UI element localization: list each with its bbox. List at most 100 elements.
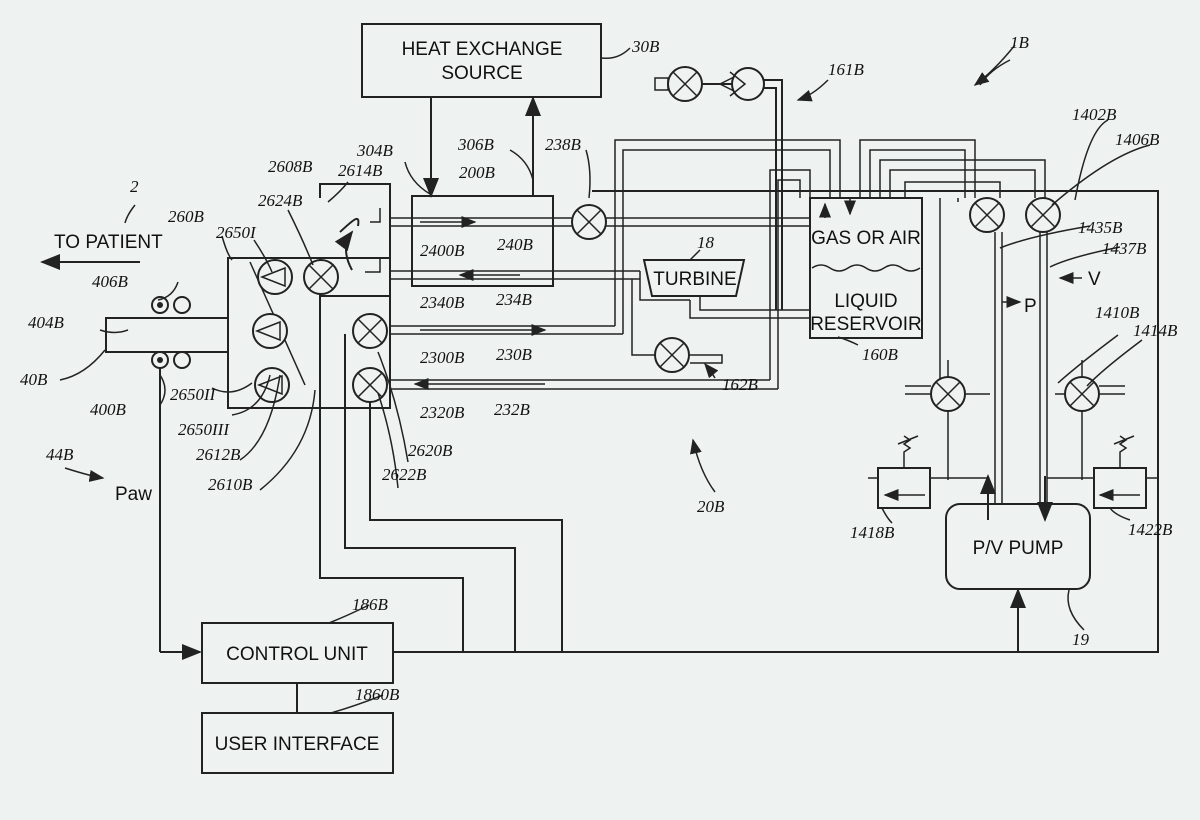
valve-1406B bbox=[1025, 197, 1061, 233]
heat-exchange-label-1: HEAT EXCHANGE bbox=[402, 39, 563, 60]
ref-161B: 161B bbox=[828, 60, 865, 79]
pv-pump-label: P/V PUMP bbox=[973, 538, 1064, 559]
side-valve-lines bbox=[905, 385, 1125, 395]
reservoir-label: RESERVOIR bbox=[810, 314, 922, 335]
sensor-dot-406-b bbox=[173, 296, 191, 314]
ref-2624B: 2624B bbox=[258, 191, 303, 210]
ref-2608B: 2608B bbox=[268, 157, 313, 176]
gas-or-air-label: GAS OR AIR bbox=[811, 228, 921, 249]
ref-186B: 186B bbox=[352, 595, 389, 614]
valve-161B bbox=[667, 66, 703, 102]
ref-30B: 30B bbox=[631, 37, 660, 56]
ref-2300B: 2300B bbox=[420, 348, 465, 367]
ref-20B: 20B bbox=[697, 497, 725, 516]
heat-exchanger-block bbox=[411, 195, 554, 287]
gas-liquid-reservoir bbox=[809, 197, 923, 339]
user-interface-label: USER INTERFACE bbox=[215, 734, 380, 755]
p-label: P bbox=[1024, 296, 1037, 317]
pump-lines bbox=[994, 232, 1048, 504]
check-valve-2650II bbox=[252, 313, 288, 349]
ref-1435B: 1435B bbox=[1078, 218, 1123, 237]
ref-2614B: 2614B bbox=[338, 161, 383, 180]
ref-406B: 406B bbox=[92, 272, 129, 291]
v-label: V bbox=[1088, 269, 1101, 290]
ref-1402B: 1402B bbox=[1072, 105, 1117, 124]
ref-1422B: 1422B bbox=[1128, 520, 1173, 539]
ref-44B: 44B bbox=[46, 445, 74, 464]
turbine-label: TURBINE bbox=[653, 269, 736, 290]
ref-200B: 200B bbox=[459, 163, 496, 182]
ref-2320B: 2320B bbox=[420, 403, 465, 422]
relief-valve-1418B bbox=[868, 435, 988, 509]
ref-2622B: 2622B bbox=[382, 465, 427, 484]
ref-2650III: 2650III bbox=[178, 420, 230, 439]
ref-160B: 160B bbox=[862, 345, 899, 364]
ref-240B: 240B bbox=[497, 235, 534, 254]
user-interface-box bbox=[201, 712, 394, 774]
ref-162B: 162B bbox=[722, 375, 759, 394]
ref-1860B: 1860B bbox=[355, 685, 400, 704]
turbine bbox=[642, 259, 746, 297]
valve-238B bbox=[571, 204, 607, 240]
switch-arrow bbox=[334, 230, 354, 271]
ref-1418B: 1418B bbox=[850, 523, 895, 542]
valve-2622B bbox=[352, 367, 388, 403]
ref-2400B: 2400B bbox=[420, 241, 465, 260]
control-unit-label: CONTROL UNIT bbox=[226, 644, 368, 665]
leader-lines bbox=[59, 44, 1151, 714]
valve-1414B bbox=[1064, 376, 1100, 412]
valve-1402B bbox=[969, 197, 1005, 233]
ref-230B: 230B bbox=[496, 345, 533, 364]
ref-1437B: 1437B bbox=[1102, 239, 1147, 258]
ref-40B: 40B bbox=[20, 370, 48, 389]
heat-exchange-source-box bbox=[361, 23, 602, 98]
ref-400B: 400B bbox=[90, 400, 127, 419]
main-enclosure-outline bbox=[393, 190, 1159, 653]
side-valve-stems bbox=[947, 360, 1083, 480]
ref-1410B: 1410B bbox=[1095, 303, 1140, 322]
sensor-dot-400-a-core bbox=[157, 357, 163, 363]
ref-2: 2 bbox=[130, 177, 139, 196]
to-patient-label: TO PATIENT bbox=[54, 232, 163, 253]
sensor-dot-406-a-core bbox=[157, 302, 163, 308]
line-161B bbox=[764, 79, 783, 310]
ref-234B: 234B bbox=[496, 290, 533, 309]
liquid-label: LIQUID bbox=[834, 291, 897, 312]
check-valve-161B-flap bbox=[729, 71, 747, 97]
airway-tube bbox=[105, 317, 229, 353]
ref-1414B: 1414B bbox=[1133, 321, 1178, 340]
check-valve-2650I bbox=[257, 259, 293, 295]
valve-161B-stub bbox=[654, 77, 669, 91]
ref-1B: 1B bbox=[1010, 33, 1030, 52]
ref-260B: 260B bbox=[168, 207, 205, 226]
ref-2650II: 2650II bbox=[170, 385, 217, 404]
switch-curve bbox=[339, 217, 360, 233]
liquid-surface bbox=[811, 264, 921, 272]
ref-2620B: 2620B bbox=[408, 441, 453, 460]
ref-2610B: 2610B bbox=[208, 475, 253, 494]
reference-numerals: 30B 1B 161B 2 260B 2650I 2624B 2608B 261… bbox=[20, 33, 1178, 704]
valve-2620B bbox=[352, 313, 388, 349]
ref-2650I: 2650I bbox=[216, 223, 257, 242]
valve-2624B bbox=[303, 259, 339, 295]
sensor-dot-400-b bbox=[173, 351, 191, 369]
ref-2340B: 2340B bbox=[420, 293, 465, 312]
ref-304B: 304B bbox=[356, 141, 394, 160]
valve-1410B bbox=[930, 376, 966, 412]
turbine-outlet bbox=[699, 296, 810, 311]
valve-162B bbox=[654, 337, 690, 373]
wire-3 bbox=[369, 402, 563, 652]
ref-404B: 404B bbox=[28, 313, 65, 332]
ref-19: 19 bbox=[1072, 630, 1090, 649]
wire-2 bbox=[344, 334, 516, 652]
ref-1406B: 1406B bbox=[1115, 130, 1160, 149]
ref-2612B: 2612B bbox=[196, 445, 241, 464]
ref-18: 18 bbox=[697, 233, 715, 252]
ref-238B: 238B bbox=[545, 135, 582, 154]
heat-exchange-label-2: SOURCE bbox=[441, 63, 522, 84]
ref-232B: 232B bbox=[494, 400, 531, 419]
check-valve-161B-body bbox=[731, 67, 765, 101]
relief-valve-1422B bbox=[1047, 435, 1158, 509]
inner-switch-lines bbox=[365, 208, 381, 273]
